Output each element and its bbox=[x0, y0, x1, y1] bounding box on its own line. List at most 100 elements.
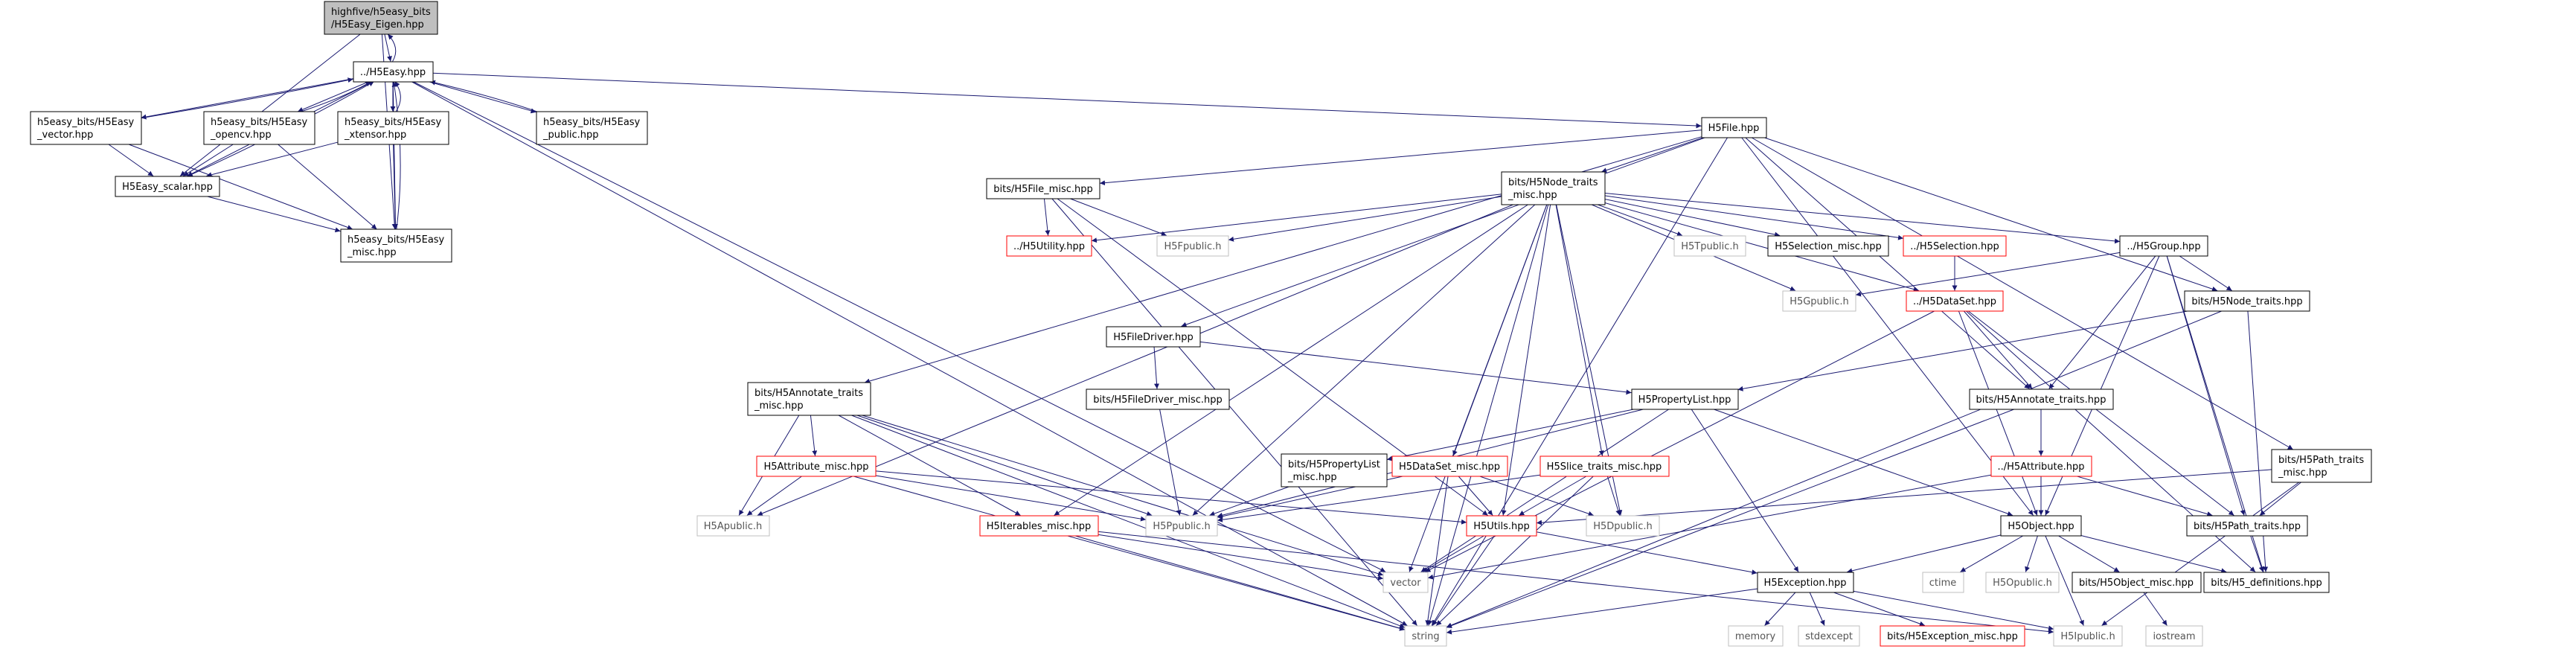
node-label: _misc.hpp bbox=[347, 247, 397, 258]
node-label: bits/H5Path_traits.hpp bbox=[2194, 521, 2301, 532]
node-h5exception[interactable]: H5Exception.hpp bbox=[1757, 572, 1854, 593]
edge-h5utils-to-vector bbox=[1422, 535, 1485, 572]
edge-file-misc-to-string bbox=[1051, 198, 1417, 626]
node-h5file[interactable]: H5File.hpp bbox=[1701, 117, 1767, 138]
edge-path-misc-to-path-traits bbox=[2259, 482, 2301, 516]
node-filedriver-misc[interactable]: bits/H5FileDriver_misc.hpp bbox=[1086, 389, 1230, 410]
edge-root-to-h5easy bbox=[384, 33, 392, 62]
edge-filedriver-misc-to-h5ppublic bbox=[1159, 409, 1182, 516]
node-node-traits[interactable]: bits/H5Node_traits.hpp bbox=[2184, 290, 2310, 312]
edge-h5attribute-to-path-traits bbox=[2075, 476, 2213, 517]
node-label: ../H5Group.hpp bbox=[2127, 241, 2200, 252]
edge-node-traits-misc-to-h5utility bbox=[1091, 194, 1502, 243]
node-label: ctime bbox=[1929, 578, 1957, 589]
node-h5attribute[interactable]: ../H5Attribute.hpp bbox=[1990, 455, 2092, 477]
node-proplist[interactable]: H5PropertyList.hpp bbox=[1631, 389, 1739, 410]
edge-node-traits-misc-to-h5tpublic bbox=[1598, 204, 1683, 237]
node-file-misc[interactable]: bits/H5File_misc.hpp bbox=[986, 178, 1100, 199]
node-label: _misc.hpp bbox=[754, 400, 804, 412]
edge-h5attribute-to-vector bbox=[1427, 474, 1991, 580]
edge-slice-misc-to-string bbox=[1435, 476, 1595, 626]
node-box bbox=[1281, 453, 1388, 487]
node-label: bits/H5Exception_misc.hpp bbox=[1887, 631, 2018, 642]
node-annotate[interactable]: bits/H5Annotate_traits.hpp bbox=[1969, 389, 2114, 410]
node-node-traits-misc[interactable]: bits/H5Node_traits_misc.hpp bbox=[1501, 171, 1606, 205]
node-label: ../H5Easy.hpp bbox=[360, 67, 426, 78]
node-path-misc[interactable]: bits/H5Path_traits_misc.hpp bbox=[2271, 449, 2372, 483]
node-box bbox=[1782, 290, 1856, 312]
edge-h5exception-to-exc-misc bbox=[1832, 592, 1926, 627]
node-public-hpp[interactable]: h5easy_bits/H5Easy_public.hpp bbox=[536, 111, 648, 145]
node-ctime: ctime bbox=[1922, 572, 1964, 593]
node-object-misc[interactable]: bits/H5Object_misc.hpp bbox=[2072, 572, 2202, 593]
edge-scalar-hpp-to-easy-misc bbox=[205, 196, 341, 233]
node-xtensor-hpp[interactable]: h5easy_bits/H5Easy_xtensor.hpp bbox=[337, 111, 449, 145]
edge-path-misc-to-h5ipublic bbox=[2101, 482, 2299, 626]
node-h5selection[interactable]: ../H5Selection.hpp bbox=[1903, 235, 2007, 257]
node-h5object[interactable]: H5Object.hpp bbox=[2000, 515, 2082, 537]
node-label: _xtensor.hpp bbox=[344, 130, 406, 141]
edge-node-traits-misc-to-h5utils bbox=[1501, 204, 1551, 516]
node-sel-misc[interactable]: H5Selection_misc.hpp bbox=[1767, 235, 1889, 257]
node-h5easy[interactable]: ../H5Easy.hpp bbox=[353, 61, 434, 83]
node-box bbox=[1539, 455, 1670, 477]
node-label: H5DataSet_misc.hpp bbox=[1399, 461, 1500, 473]
node-label: H5Attribute_misc.hpp bbox=[763, 461, 868, 473]
node-annotate-misc[interactable]: bits/H5Annotate_traits_misc.hpp bbox=[747, 382, 871, 416]
node-opencv-hpp[interactable]: h5easy_bits/H5Easy_opencv.hpp bbox=[203, 111, 315, 145]
node-box bbox=[979, 515, 1099, 537]
edge-dataset-misc-to-h5dpublic bbox=[1478, 476, 1594, 517]
node-root[interactable]: highfive/h5easy_bits/H5Easy_Eigen.hpp bbox=[324, 1, 438, 35]
node-box bbox=[340, 228, 452, 263]
node-box bbox=[1586, 515, 1660, 537]
node-scalar-hpp[interactable]: H5Easy_scalar.hpp bbox=[115, 176, 220, 197]
node-h5utils[interactable]: H5Utils.hpp bbox=[1466, 515, 1537, 537]
edge-node-traits-misc-to-h5ppublic bbox=[1192, 204, 1536, 516]
edge-h5object-to-h5ipublic bbox=[2045, 535, 2084, 626]
node-box bbox=[1156, 235, 1229, 257]
node-dataset-misc[interactable]: H5DataSet_misc.hpp bbox=[1391, 455, 1508, 477]
node-box bbox=[2000, 515, 2082, 537]
edge-slice-misc-to-h5ppublic bbox=[1217, 474, 1540, 522]
edge-h5object-to-h5opublic bbox=[2025, 535, 2039, 572]
node-label: H5Ppublic.h bbox=[1153, 521, 1210, 532]
node-iter-misc[interactable]: H5Iterables_misc.hpp bbox=[979, 515, 1099, 537]
edge-h5object-to-object-misc bbox=[2057, 535, 2120, 572]
node-box bbox=[1985, 572, 2060, 593]
node-filedriver[interactable]: H5FileDriver.hpp bbox=[1106, 326, 1201, 348]
edge-dataset-misc-to-h5utils bbox=[1458, 476, 1493, 516]
node-h5utility[interactable]: ../H5Utility.hpp bbox=[1006, 235, 1092, 257]
node-h5tpublic: H5Tpublic.h bbox=[1673, 235, 1746, 257]
node-proplist-misc[interactable]: bits/H5PropertyList_misc.hpp bbox=[1281, 453, 1388, 487]
node-exc-misc[interactable]: bits/H5Exception_misc.hpp bbox=[1880, 625, 2025, 647]
edge-opencv-hpp-to-h5easy bbox=[301, 81, 371, 112]
edge-object-misc-to-iostream bbox=[2143, 592, 2168, 626]
edge-node-traits-misc-to-slice-misc bbox=[1555, 204, 1604, 456]
edge-h5easy-to-h5file bbox=[432, 72, 1702, 129]
node-vector-hpp[interactable]: h5easy_bits/H5Easy_vector.hpp bbox=[30, 111, 142, 145]
node-h5dataset[interactable]: ../H5DataSet.hpp bbox=[1906, 290, 2004, 312]
node-label: _misc.hpp bbox=[1287, 472, 1337, 483]
node-box bbox=[1391, 455, 1508, 477]
node-defs[interactable]: bits/H5_definitions.hpp bbox=[2203, 572, 2330, 593]
node-attr-misc[interactable]: H5Attribute_misc.hpp bbox=[756, 455, 877, 477]
edge-slice-misc-to-h5dpublic bbox=[1606, 476, 1621, 516]
node-label: /H5Easy_Eigen.hpp bbox=[331, 19, 424, 31]
node-box bbox=[2186, 515, 2308, 537]
node-slice-misc[interactable]: H5Slice_traits_misc.hpp bbox=[1539, 455, 1670, 477]
node-path-traits[interactable]: bits/H5Path_traits.hpp bbox=[2186, 515, 2308, 537]
edge-iter-misc-to-h5ipublic bbox=[1098, 531, 2054, 634]
edge-node-traits-misc-to-h5dataset bbox=[1604, 202, 1919, 292]
node-stdexcept: stdexcept bbox=[1798, 625, 1860, 647]
node-box bbox=[1906, 290, 2004, 312]
node-label: bits/H5_definitions.hpp bbox=[2211, 578, 2322, 589]
node-h5group[interactable]: ../H5Group.hpp bbox=[2119, 235, 2208, 257]
node-easy-misc[interactable]: h5easy_bits/H5Easy_misc.hpp bbox=[340, 228, 452, 263]
edge-h5file-to-annotate bbox=[1744, 137, 2031, 389]
edge-path-traits-to-defs bbox=[2250, 535, 2264, 572]
node-label: H5Exception.hpp bbox=[1764, 578, 1847, 589]
edge-node-traits-misc-to-h5fpublic bbox=[1228, 196, 1502, 242]
node-label: h5easy_bits/H5Easy bbox=[347, 234, 445, 246]
node-label: bits/H5Node_traits.hpp bbox=[2191, 296, 2302, 307]
edge-annotate-misc-to-vector bbox=[862, 415, 1384, 577]
